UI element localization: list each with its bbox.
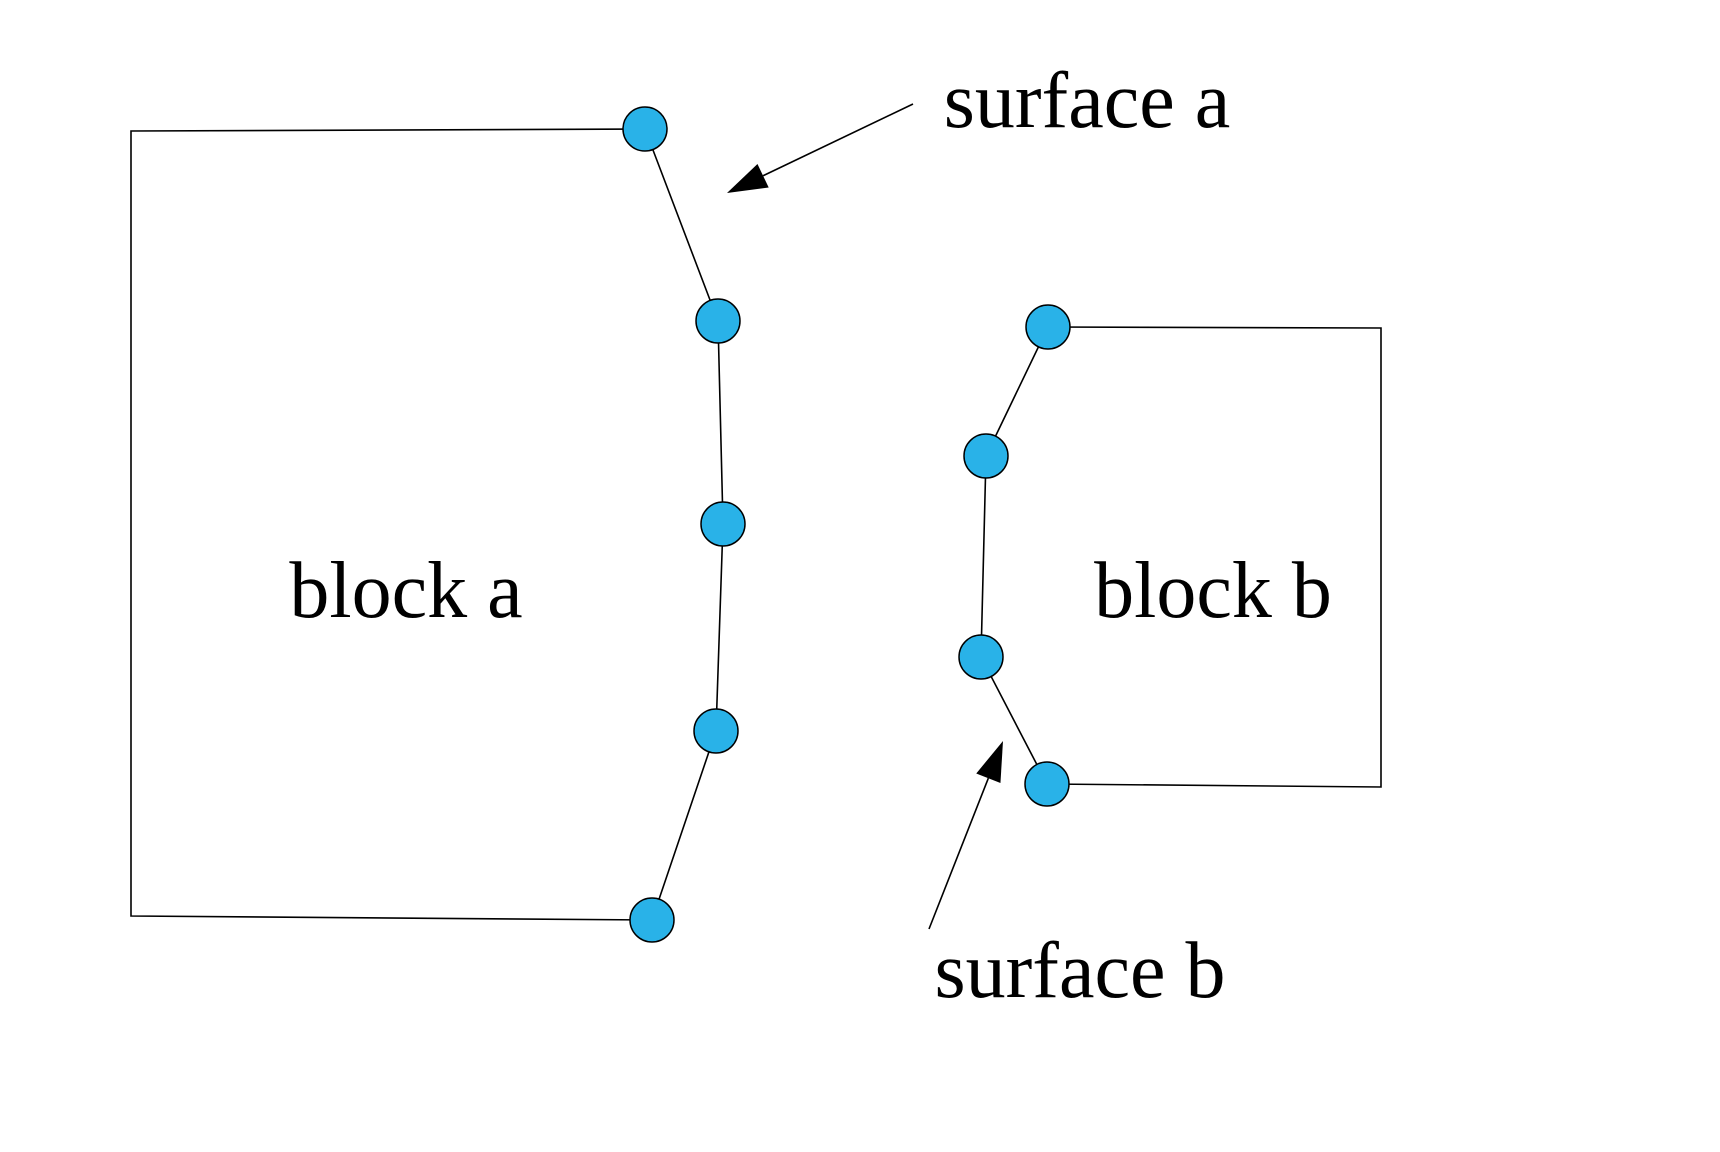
block-a-surface-node-5 [629,897,675,943]
block-b-label: block b [1094,547,1332,635]
block-a-label: block a [289,547,523,635]
block-a-outline [130,128,653,921]
block-b-surface-line [980,326,1049,785]
block-b-outline [1046,326,1382,788]
block-a-surface-node-4 [693,708,739,754]
block-a-surface-node-3 [700,501,746,547]
surface-a-arrow-head [727,164,769,193]
block-a-surface-node-1 [622,106,668,152]
surface-a-arrow-line [762,103,914,177]
surface-b-label: surface b [934,927,1226,1015]
block-b-surface-node-2 [963,433,1009,479]
block-b-surface-node-4 [1024,761,1070,807]
surface-b-arrow-line [928,777,990,930]
block-b-surface-node-3 [958,634,1004,680]
block-b-surface-node-1 [1025,304,1071,350]
block-a-surface-node-2 [695,298,741,344]
surface-a-label: surface a [943,57,1231,145]
surface-b-arrow-head [976,741,1003,783]
